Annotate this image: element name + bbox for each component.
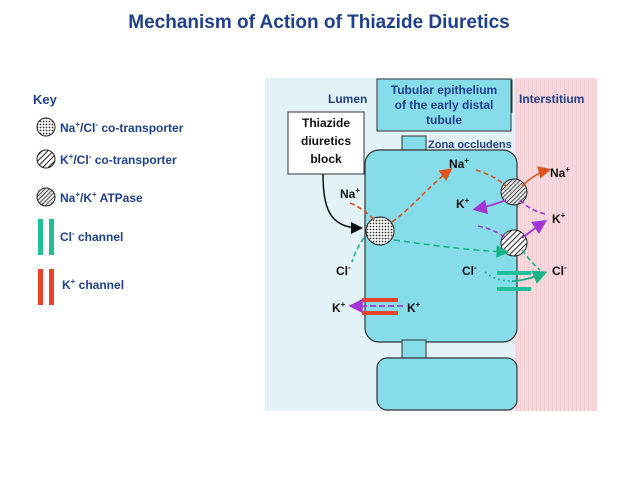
interstitium-label: Interstitium	[519, 92, 584, 106]
cl-interstitium-label: Cl-	[552, 263, 567, 278]
k-channel-bar-top	[362, 298, 398, 302]
key-k-channel-icon-right	[49, 269, 54, 305]
lumen-label: Lumen	[328, 92, 367, 106]
key-k-cl-icon	[36, 149, 56, 169]
na-cell-path	[391, 168, 453, 223]
na-entry-path	[349, 202, 377, 223]
na-exit-path	[521, 166, 552, 187]
k-interstitium-pump-label: K+	[552, 211, 566, 226]
k-lumen-label: K+	[332, 300, 346, 315]
na-interstitium-label: Na+	[550, 165, 570, 180]
key-heading: Key	[33, 92, 58, 107]
cl-channel-bar-top	[497, 271, 531, 275]
k-cell-channel-label: K+	[407, 300, 421, 315]
key-k-channel-icon-left	[38, 269, 43, 305]
cl-lumen-label: Cl-	[336, 263, 351, 278]
cl-cell-label: Cl-	[462, 263, 477, 278]
key-na-k-atpase-label: Na+/K+ ATPase	[60, 190, 143, 205]
key-k-cl-label: K+/Cl- co-transporter	[60, 152, 177, 167]
epithelium-label-line-3: tubule	[426, 113, 462, 127]
callout-line-3: block	[310, 152, 342, 166]
callout-line-2: diuretics	[301, 134, 351, 148]
key-na-cl-label: Na+/Cl- co-transporter	[60, 120, 184, 135]
diagram-title: Mechanism of Action of Thiazide Diuretic…	[128, 12, 510, 33]
cl-channel-bar-bottom	[497, 287, 531, 291]
key-cl-channel-icon-right	[49, 219, 54, 255]
na-k-atpase-icon	[500, 178, 528, 206]
cl-channel-path	[484, 271, 513, 282]
callout-line-1: Thiazide	[302, 116, 350, 130]
na-to-pump-path	[475, 169, 507, 187]
na-cell-label: Na+	[449, 156, 469, 171]
k-cell-pump-label: K+	[456, 196, 470, 211]
interstitium-region	[515, 78, 597, 411]
epithelium-label-line-1: Tubular epithelium	[391, 83, 497, 97]
cl-cell-path	[393, 239, 510, 258]
epithelium-label-box	[376, 78, 512, 132]
k-pump-path	[472, 199, 507, 214]
cl-exit-path	[511, 270, 548, 284]
k-cotransport-exit-path	[521, 220, 547, 239]
cl-cotransport-exit-path	[521, 249, 541, 271]
k-channel-bar-bottom	[362, 311, 398, 315]
key-na-cl-icon	[36, 117, 56, 137]
cl-entry-path	[351, 237, 365, 263]
k-entry-path	[519, 199, 546, 215]
k-cotransport-path	[477, 225, 509, 241]
epithelium-label-line-2: of the early distal	[395, 98, 494, 112]
zona-occludens-label: Zona occludens	[428, 139, 512, 151]
key-k-channel-label: K+ channel	[62, 277, 124, 292]
key-na-k-atpase-icon	[36, 187, 56, 207]
lower-cell	[376, 357, 518, 411]
key-cl-channel-label: Cl- channel	[60, 229, 123, 244]
callout-arrow	[322, 173, 363, 234]
thiazide-callout-box	[287, 111, 365, 175]
key-cl-channel-icon-left	[38, 219, 43, 255]
na-lumen-label: Na+	[340, 186, 360, 201]
na-cl-cotransporter-icon	[365, 216, 395, 246]
